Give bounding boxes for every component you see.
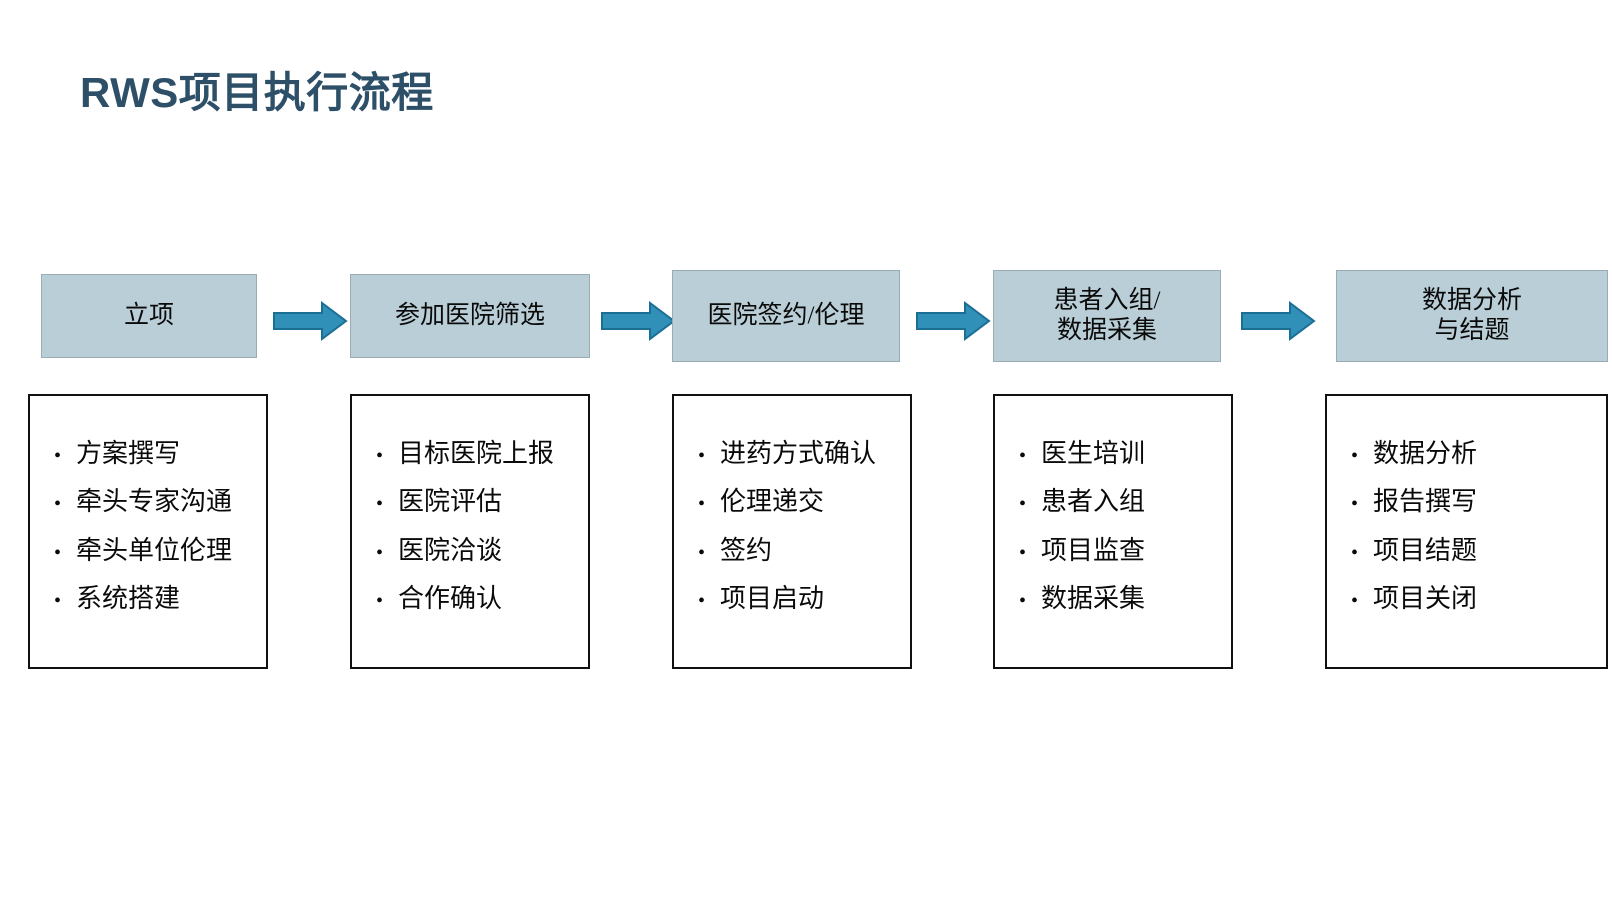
bullet-icon: •: [1019, 445, 1027, 467]
list-item: • 医生培训: [1007, 439, 1225, 468]
list-item-label: 伦理递交: [720, 487, 825, 517]
list-item-label: 患者入组: [1041, 487, 1146, 517]
detail-list: • 数据分析 • 报告撰写 • 项目结题 • 项目关闭: [1339, 440, 1600, 612]
process-box-step-5[interactable]: 数据分析与结题: [1336, 270, 1608, 362]
bullet-icon: •: [54, 541, 62, 564]
process-box-step-3[interactable]: 医院签约/伦理: [672, 270, 900, 362]
process-box-label: 医院签约/伦理: [707, 301, 865, 329]
list-item-label: 进药方式确认: [720, 439, 877, 468]
list-item: • 签约: [686, 535, 904, 565]
list-item: • 项目关闭: [1339, 583, 1600, 613]
bullet-icon: •: [1019, 589, 1027, 612]
list-item: • 方案撰写: [42, 439, 260, 468]
detail-list: • 目标医院上报 • 医院评估 • 医院洽谈 • 合作确认: [364, 440, 582, 612]
process-box-step-4[interactable]: 患者入组/数据采集: [993, 270, 1221, 362]
list-item: • 医院洽谈: [364, 535, 582, 565]
detail-box-step-4: • 医生培训 • 患者入组 • 项目监查 • 数据采集: [993, 394, 1233, 669]
list-item-label: 数据分析: [1373, 439, 1478, 468]
list-item: • 牵头单位伦理: [42, 535, 260, 565]
bullet-icon: •: [1351, 589, 1359, 612]
list-item-label: 医生培训: [1041, 439, 1146, 468]
right-arrow-icon: [600, 301, 676, 341]
process-flow-row: 立项 参加医院筛选 医院签约/伦理 患者入组/数据采集: [0, 270, 1612, 362]
list-item-label: 签约: [720, 535, 773, 565]
list-item: • 数据采集: [1007, 583, 1225, 613]
detail-list: • 医生培训 • 患者入组 • 项目监查 • 数据采集: [1007, 440, 1225, 612]
list-item-label: 报告撰写: [1373, 487, 1478, 517]
list-item-label: 系统搭建: [76, 583, 181, 613]
bullet-icon: •: [698, 445, 706, 467]
list-item-label: 方案撰写: [76, 439, 181, 468]
list-item: • 进药方式确认: [686, 439, 904, 468]
list-item-label: 合作确认: [398, 583, 503, 613]
bullet-icon: •: [698, 541, 706, 564]
process-box-label: 患者入组/数据采集: [1053, 286, 1161, 345]
list-item-label: 牵头单位伦理: [76, 535, 233, 565]
bullet-icon: •: [54, 589, 62, 612]
detail-box-step-3: • 进药方式确认 • 伦理递交 • 签约 • 项目启动: [672, 394, 912, 669]
process-box-step-2[interactable]: 参加医院筛选: [350, 274, 590, 358]
list-item: • 牵头专家沟通: [42, 487, 260, 517]
right-arrow-icon: [272, 301, 348, 341]
list-item: • 数据分析: [1339, 439, 1600, 468]
list-item: • 项目监查: [1007, 535, 1225, 565]
list-item: • 合作确认: [364, 583, 582, 613]
bullet-icon: •: [698, 493, 706, 516]
bullet-icon: •: [1351, 493, 1359, 516]
list-item: • 医院评估: [364, 487, 582, 517]
process-box-step-1[interactable]: 立项: [41, 274, 257, 358]
bullet-icon: •: [1351, 445, 1359, 467]
bullet-icon: •: [54, 493, 62, 516]
bullet-icon: •: [376, 589, 384, 612]
detail-list: • 进药方式确认 • 伦理递交 • 签约 • 项目启动: [686, 440, 904, 612]
process-box-label: 数据分析与结题: [1421, 286, 1522, 345]
list-item: • 患者入组: [1007, 487, 1225, 517]
list-item-label: 项目启动: [720, 583, 825, 613]
bullet-icon: •: [1019, 493, 1027, 516]
bullet-icon: •: [376, 493, 384, 516]
bullet-icon: •: [1019, 541, 1027, 564]
list-item: • 目标医院上报: [364, 439, 582, 468]
process-box-label: 参加医院筛选: [394, 301, 545, 329]
list-item-label: 医院洽谈: [398, 535, 503, 565]
detail-box-step-1: • 方案撰写 • 牵头专家沟通 • 牵头单位伦理 • 系统搭建: [28, 394, 268, 669]
bullet-icon: •: [376, 541, 384, 564]
list-item: • 项目启动: [686, 583, 904, 613]
list-item-label: 数据采集: [1041, 583, 1146, 613]
list-item-label: 项目结题: [1373, 535, 1478, 565]
process-box-label: 立项: [123, 301, 174, 329]
list-item: • 伦理递交: [686, 487, 904, 517]
list-item: • 项目结题: [1339, 535, 1600, 565]
list-item-label: 项目监查: [1041, 535, 1146, 565]
right-arrow-icon: [915, 301, 991, 341]
detail-list: • 方案撰写 • 牵头专家沟通 • 牵头单位伦理 • 系统搭建: [42, 440, 260, 612]
list-item: • 报告撰写: [1339, 487, 1600, 517]
list-item: • 系统搭建: [42, 583, 260, 613]
detail-box-step-5: • 数据分析 • 报告撰写 • 项目结题 • 项目关闭: [1325, 394, 1608, 669]
list-item-label: 牵头专家沟通: [76, 487, 233, 517]
bullet-icon: •: [376, 445, 384, 467]
page-title: RWS项目执行流程: [80, 69, 434, 116]
bullet-icon: •: [54, 445, 62, 467]
right-arrow-icon: [1240, 301, 1316, 341]
detail-box-step-2: • 目标医院上报 • 医院评估 • 医院洽谈 • 合作确认: [350, 394, 590, 669]
bullet-icon: •: [1351, 541, 1359, 564]
bullet-icon: •: [698, 589, 706, 612]
list-item-label: 医院评估: [398, 487, 503, 517]
list-item-label: 目标医院上报: [398, 439, 555, 468]
list-item-label: 项目关闭: [1373, 583, 1478, 613]
